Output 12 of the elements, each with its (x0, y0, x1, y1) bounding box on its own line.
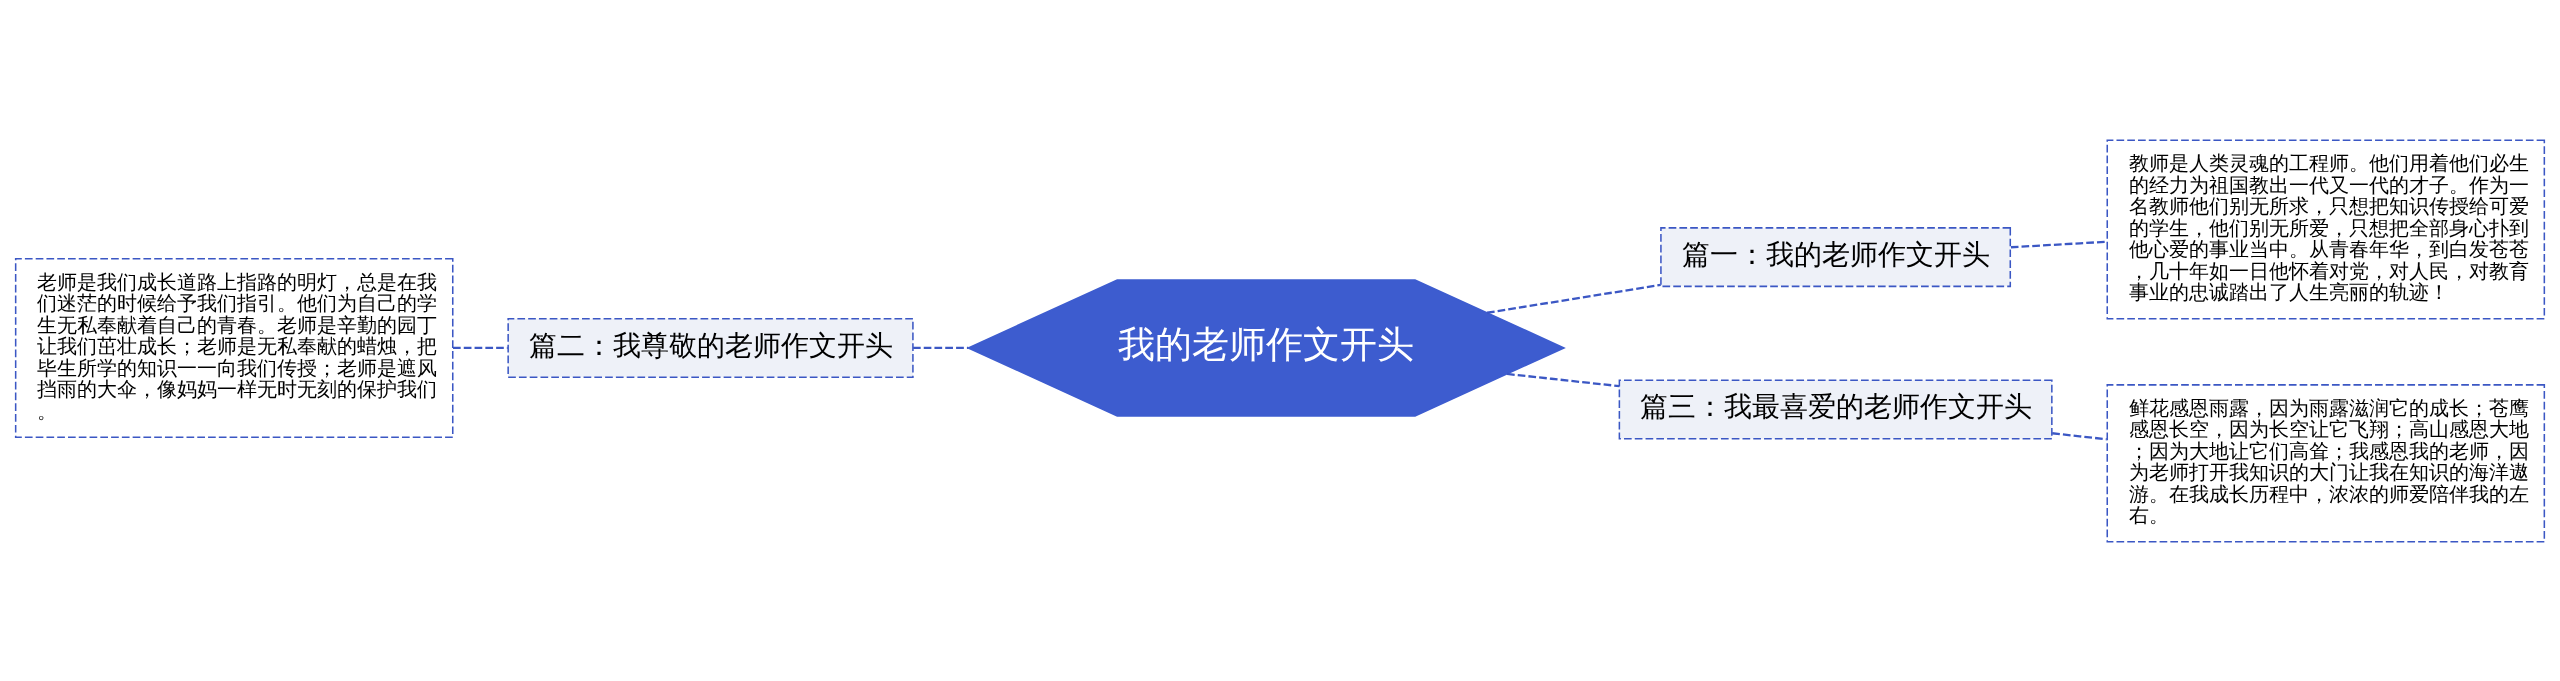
node-box: 篇三：我最喜爱的老师作文开头 (1618, 379, 2053, 439)
node-box: 篇二：我尊敬的老师作文开头 (507, 317, 914, 378)
node-box: 教师是人类灵魂的工程师。他们用着他们必生的经力为祖国教出一代又一代的才子。作为一名教师他们别无所求，只想把知识传授给可爱的学生，他们别无所爱，只想把全部身心扑到他心爱的事业当中。从青春年华，到白发苍苍，几十年如一日他怀着对党，对人民，对教育事业的忠诚踏出了人生亮丽的轨迹！ (2106, 138, 2546, 319)
connector (1486, 283, 1661, 314)
connector (453, 346, 508, 349)
node-box: 篇一：我的老师作文开头 (1660, 226, 2012, 287)
node-box: 鲜花感恩雨露，因为雨露滋润它的成长；苍鹰感恩长空，因为长空让它飞翔；高山感恩大地；因为大地让它们高耸；我感恩我的老师，因为老师打开我知识的大门让我在知识的海洋遨游。在我成长历程中，浓浓的师爱陪伴我的左右。 (2106, 383, 2546, 543)
connector (913, 346, 969, 349)
connector (2052, 431, 2107, 440)
connector (1506, 372, 1620, 387)
connector (2010, 240, 2108, 248)
node-box: 老师是我们成长道路上指路的明灯，总是在我们迷茫的时候给予我们指引。他们为自己的学生无私奉献着自己的青春。老师是辛勤的园丁让我们茁壮成长；老师是无私奉献的蜡烛，把毕生所学的知识一一向我们传授；老师是遮风挡雨的大伞，像妈妈一样无时无刻的保护我们。 (14, 257, 454, 438)
